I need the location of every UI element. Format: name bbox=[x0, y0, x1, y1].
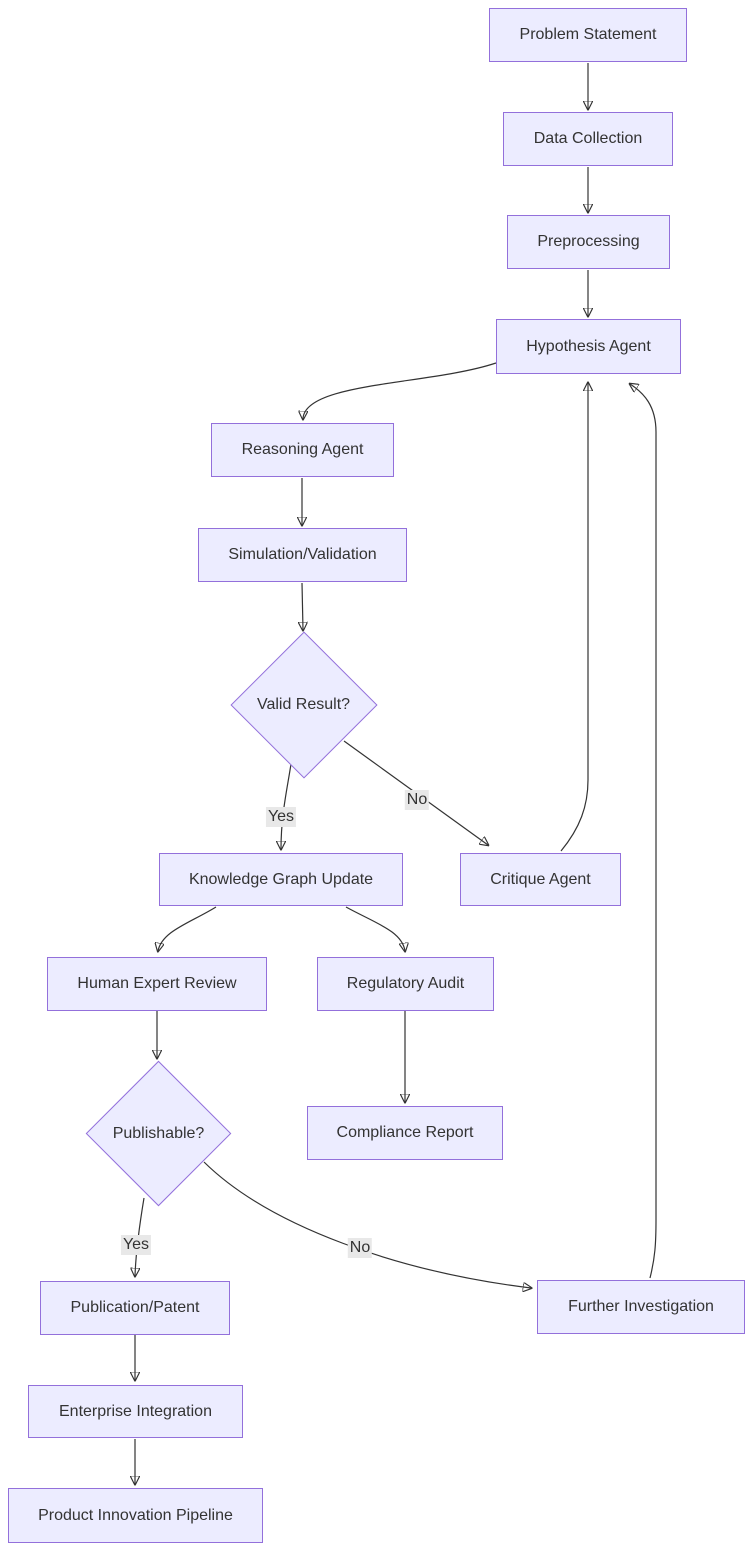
node-critique-agent-label: Critique Agent bbox=[490, 870, 591, 888]
node-valid-result: Valid Result? bbox=[229, 631, 378, 779]
edge-label-publishable-yes: Yes bbox=[120, 1235, 152, 1255]
edge-valid-result-yes-to-knowledge-graph-update bbox=[281, 763, 292, 849]
node-knowledge-graph-update-label: Knowledge Graph Update bbox=[188, 870, 374, 888]
node-simulation-validation: Simulation/Validation bbox=[198, 528, 407, 582]
edge-publishable-no-to-further-investigation bbox=[203, 1161, 531, 1288]
node-human-expert-review-label: Human Expert Review bbox=[77, 975, 237, 993]
node-hypothesis-agent-label: Hypothesis Agent bbox=[526, 337, 651, 355]
edge-hypothesis-agent-to-reasoning-agent bbox=[303, 362, 497, 419]
node-preprocessing-label: Preprocessing bbox=[537, 233, 640, 251]
node-problem-statement-label: Problem Statement bbox=[519, 26, 657, 44]
node-critique-agent: Critique Agent bbox=[460, 853, 621, 906]
edge-further-investigation-to-hypothesis-agent bbox=[630, 384, 657, 1279]
node-human-expert-review: Human Expert Review bbox=[47, 957, 267, 1011]
node-data-collection: Data Collection bbox=[503, 112, 673, 166]
edge-label-publishable-no: No bbox=[347, 1238, 373, 1258]
edge-label-valid-result-no: No bbox=[404, 790, 430, 810]
node-compliance-report-label: Compliance Report bbox=[336, 1124, 474, 1142]
node-product-innovation-pipeline-label: Product Innovation Pipeline bbox=[38, 1506, 233, 1524]
node-regulatory-audit: Regulatory Audit bbox=[317, 957, 494, 1011]
node-preprocessing: Preprocessing bbox=[507, 215, 670, 269]
node-product-innovation-pipeline: Product Innovation Pipeline bbox=[8, 1488, 263, 1543]
node-problem-statement: Problem Statement bbox=[489, 8, 687, 62]
node-knowledge-graph-update: Knowledge Graph Update bbox=[159, 853, 403, 906]
node-reasoning-agent-label: Reasoning Agent bbox=[241, 441, 364, 459]
node-publication-patent: Publication/Patent bbox=[40, 1281, 230, 1335]
node-simulation-validation-label: Simulation/Validation bbox=[228, 546, 377, 564]
node-regulatory-audit-label: Regulatory Audit bbox=[346, 975, 465, 993]
node-further-investigation: Further Investigation bbox=[537, 1280, 745, 1334]
edge-simulation-validation-to-valid-result bbox=[302, 582, 303, 630]
node-valid-result-label: Valid Result? bbox=[256, 696, 351, 713]
edge-label-valid-result-yes: Yes bbox=[265, 807, 297, 827]
node-further-investigation-label: Further Investigation bbox=[568, 1298, 714, 1316]
edge-critique-agent-to-hypothesis-agent bbox=[560, 383, 588, 852]
node-publishable: Publishable? bbox=[85, 1060, 232, 1207]
node-data-collection-label: Data Collection bbox=[533, 130, 643, 148]
node-hypothesis-agent: Hypothesis Agent bbox=[496, 319, 681, 374]
edge-knowledge-graph-update-to-human-expert-review bbox=[158, 906, 217, 951]
node-enterprise-integration: Enterprise Integration bbox=[28, 1385, 243, 1438]
node-publication-patent-label: Publication/Patent bbox=[70, 1299, 200, 1317]
node-enterprise-integration-label: Enterprise Integration bbox=[59, 1402, 212, 1420]
node-compliance-report: Compliance Report bbox=[307, 1106, 503, 1160]
node-publishable-label: Publishable? bbox=[112, 1124, 205, 1142]
edge-knowledge-graph-update-to-regulatory-audit bbox=[345, 906, 405, 951]
node-reasoning-agent: Reasoning Agent bbox=[211, 423, 394, 477]
